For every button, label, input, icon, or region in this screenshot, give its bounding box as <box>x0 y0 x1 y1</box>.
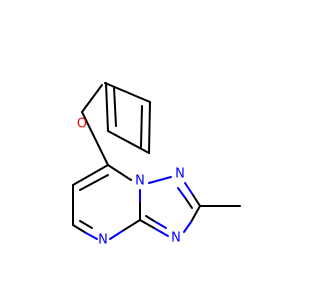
bond-n4-half <box>85 232 98 240</box>
nitrogen-bonds <box>72 176 201 240</box>
atom-n1: N <box>135 174 145 189</box>
atom-labels: O N N N N <box>77 117 185 248</box>
bond-n3-c3a-double-half <box>153 220 167 229</box>
molecule-structure: O N N N N <box>72 82 241 248</box>
bond-c5-n4 <box>72 224 87 234</box>
atom-n2: N <box>175 167 185 182</box>
atom-n4: N <box>98 233 108 248</box>
bond-n1-n2-half1 <box>148 179 161 184</box>
bond-n3-c3a-half <box>153 227 169 237</box>
bond-furan-o-c1 <box>81 84 103 113</box>
bond-c2-top <box>192 194 201 207</box>
atom-n3: N <box>171 231 181 246</box>
bond-c3a <box>123 219 141 231</box>
atom-furan-oxygen: O <box>77 117 87 132</box>
bond-n2-c2-half <box>184 182 194 196</box>
bond-furan-c4-c5 <box>148 101 151 154</box>
bond-n2-c2-double-half <box>177 187 187 200</box>
bond-furan-c2-c3-double <box>113 86 117 127</box>
bond-c2-n3 <box>190 205 201 223</box>
bond-n4-c3a-half <box>109 229 125 240</box>
bond-c7-n1 <box>107 164 132 181</box>
bond-furan-c4-c5-double <box>140 105 143 148</box>
pyrimidine-ring <box>72 164 132 226</box>
bond-c7-c6 <box>72 164 109 186</box>
furan-ring <box>81 82 151 154</box>
bond-c5-n4-double <box>79 220 93 229</box>
bond-n3-half <box>183 221 192 233</box>
bond-n3-c3a <box>139 219 155 229</box>
bond-n1-n2-half2 <box>159 176 172 181</box>
bond-furan-to-core <box>81 111 109 166</box>
bond-c7-c6-double <box>79 174 109 191</box>
bond-furan-c2-c3 <box>105 82 109 132</box>
bond-n3-c3a-double <box>145 215 155 222</box>
bond-c2-double-top <box>185 198 193 209</box>
bond-furan-c5-o <box>104 82 151 103</box>
bond-furan-c3-c4 <box>107 130 150 154</box>
